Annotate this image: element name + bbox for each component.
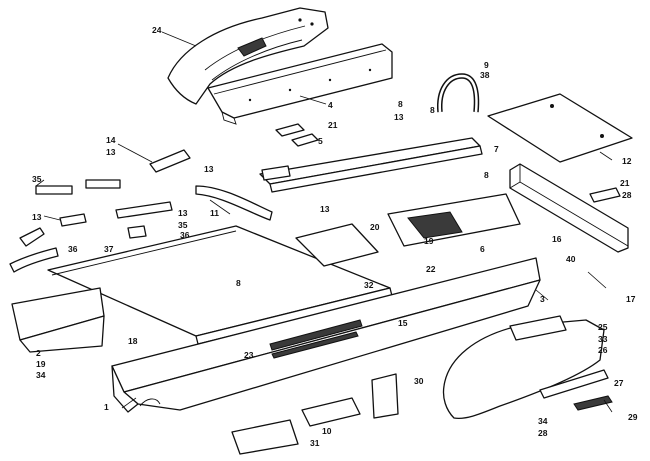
callout-33: 33	[598, 334, 608, 344]
callout-labels: 24 4 9 38 8 8 13 21 5 7 12 14 13 13 35 1…	[32, 25, 638, 448]
callout-1: 1	[104, 402, 109, 412]
grab-handle-part	[437, 73, 480, 113]
callout-29: 29	[628, 412, 638, 422]
callout-8-top-left: 8	[398, 99, 403, 109]
callout-5: 5	[318, 136, 323, 146]
callout-36-hose: 36	[68, 244, 78, 254]
callout-34-left: 34	[36, 370, 46, 380]
callout-19-top: 19	[424, 236, 434, 246]
main-chassis-part	[111, 257, 541, 413]
callout-4: 4	[328, 100, 333, 110]
callout-21-top: 21	[328, 120, 338, 130]
callout-18: 18	[128, 336, 138, 346]
callout-31: 31	[310, 438, 320, 448]
callout-3: 3	[540, 294, 545, 304]
callout-12: 12	[622, 156, 632, 166]
hood-cover-part	[167, 7, 329, 105]
callout-28-bottom: 28	[538, 428, 548, 438]
callout-14: 14	[106, 135, 116, 145]
bracket-part	[275, 123, 621, 203]
side-panel-part	[487, 93, 633, 163]
callout-24: 24	[152, 25, 162, 35]
hose-assembly-part	[9, 149, 273, 273]
right-fender-part	[442, 315, 613, 420]
callout-30: 30	[414, 376, 424, 386]
callout-10: 10	[322, 426, 332, 436]
callout-13-hose-d: 13	[178, 208, 188, 218]
callout-35-left: 35	[32, 174, 42, 184]
callout-40: 40	[566, 254, 576, 264]
callout-22: 22	[426, 264, 436, 274]
callout-15: 15	[398, 318, 408, 328]
callout-7: 7	[494, 144, 499, 154]
callout-23: 23	[244, 350, 254, 360]
right-rail-part	[509, 163, 629, 253]
callout-13-hose-a: 13	[106, 147, 116, 157]
callout-11: 11	[210, 208, 219, 218]
left-side-panel-part	[11, 287, 105, 353]
callout-13-handle: 13	[394, 112, 404, 122]
callout-8-top-right: 8	[430, 105, 435, 115]
callout-26: 26	[598, 345, 608, 355]
upper-panel-part	[207, 43, 393, 125]
callout-13-hose-e: 13	[320, 204, 330, 214]
callout-19-left: 19	[36, 359, 46, 369]
callout-9: 9	[484, 60, 489, 70]
console-plate-part	[259, 137, 483, 193]
callout-17: 17	[626, 294, 636, 304]
callout-28-right: 28	[622, 190, 632, 200]
mount-plate-part	[295, 223, 379, 267]
callout-37: 37	[104, 244, 114, 254]
callout-35-right: 35	[178, 220, 188, 230]
callout-32: 32	[364, 280, 374, 290]
callout-36-clamp: 36	[180, 230, 190, 240]
callout-27: 27	[614, 378, 624, 388]
leader-lines	[35, 31, 613, 413]
skid-plate-part	[231, 373, 399, 455]
callout-25: 25	[598, 322, 608, 332]
callout-8-floor: 8	[236, 278, 241, 288]
callout-38: 38	[480, 70, 490, 80]
callout-34-right: 34	[538, 416, 548, 426]
callout-20: 20	[370, 222, 380, 232]
inner-panel-part	[387, 193, 521, 247]
callout-16: 16	[552, 234, 562, 244]
callout-6: 6	[480, 244, 485, 254]
callout-8-mid: 8	[484, 170, 489, 180]
callout-2: 2	[36, 348, 41, 358]
callout-13-hose-c: 13	[32, 212, 42, 222]
callout-13-hose-b: 13	[204, 164, 214, 174]
callout-21-right: 21	[620, 178, 630, 188]
